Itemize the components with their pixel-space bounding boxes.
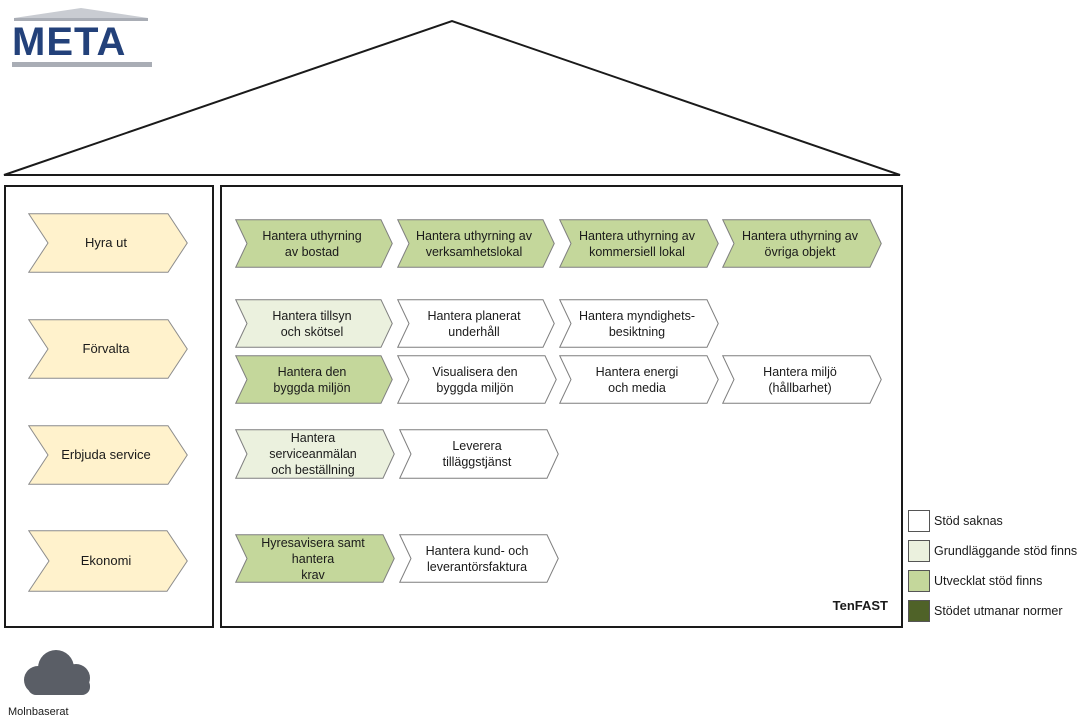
capability-label: Hantera uthyrning av verksamhetslokal xyxy=(415,228,533,259)
legend-label: Stödet utmanar normer xyxy=(934,604,1063,618)
capability-label: Hantera planerat underhåll xyxy=(427,308,521,339)
chevron-shape xyxy=(559,219,719,268)
cloud-shape xyxy=(24,650,90,695)
capability-chevron[interactable]: Hantera energi och media xyxy=(559,355,719,404)
tenfast-brand-label: TenFAST xyxy=(832,598,888,613)
capability-chevron[interactable]: Hantera miljö (hållbarhet) xyxy=(722,355,882,404)
process-chevron-hyra-ut[interactable]: Hyra ut xyxy=(28,213,188,273)
capability-label: Hantera energi och media xyxy=(595,364,679,395)
chevron-shape xyxy=(397,219,555,268)
legend-label: Stöd saknas xyxy=(934,514,1003,528)
chevron-shape xyxy=(235,355,393,404)
logo-text: META xyxy=(12,20,127,64)
capability-label: Hantera kund- och leverantörsfaktura xyxy=(425,543,529,574)
legend-item-challenges: Stödet utmanar normer xyxy=(908,600,1063,622)
capability-label: Hantera den byggda miljön xyxy=(273,364,351,395)
chevron-shape xyxy=(397,355,557,404)
chevron-shape xyxy=(235,219,393,268)
capability-label: Hantera miljö (hållbarhet) xyxy=(763,364,837,395)
process-label: Ekonomi xyxy=(80,553,132,568)
capability-chevron[interactable]: Leverera tilläggstjänst xyxy=(399,429,559,479)
capability-label: Hantera myndighets- besiktning xyxy=(578,308,696,339)
capability-label: Visualisera den byggda miljön xyxy=(432,364,518,395)
legend-item-basic: Grundläggande stöd finns xyxy=(908,540,1077,562)
capability-chevron[interactable]: Hyresavisera samt hantera krav xyxy=(235,534,395,583)
legend-label: Utvecklat stöd finns xyxy=(934,574,1043,588)
legend-item-developed: Utvecklat stöd finns xyxy=(908,570,1042,592)
legend-swatch xyxy=(908,510,930,532)
process-chevron-forvalta[interactable]: Förvalta xyxy=(28,319,188,379)
capability-chevron[interactable]: Hantera kund- och leverantörsfaktura xyxy=(399,534,559,583)
legend-label: Grundläggande stöd finns xyxy=(934,544,1078,558)
legend-swatch xyxy=(908,540,930,562)
capability-chevron[interactable]: Hantera den byggda miljön xyxy=(235,355,393,404)
chevron-shape xyxy=(399,429,559,479)
capability-label: Hantera uthyrning av bostad xyxy=(262,228,362,259)
legend-swatch xyxy=(908,600,930,622)
chevron-shape xyxy=(722,219,882,268)
chevron-shape xyxy=(28,425,188,485)
chevron-shape xyxy=(399,534,559,583)
capability-chevron[interactable]: Hantera uthyrning av bostad xyxy=(235,219,393,268)
legend-swatch xyxy=(908,570,930,592)
capability-label: Hantera tillsyn och skötsel xyxy=(272,308,352,339)
process-label: Förvalta xyxy=(82,341,130,356)
process-chevron-erbjuda-service[interactable]: Erbjuda service xyxy=(28,425,188,485)
chevron-shape xyxy=(559,299,719,348)
chevron-shape xyxy=(559,355,719,404)
capability-label: Hantera uthyrning av övriga objekt xyxy=(741,228,859,259)
capability-chevron[interactable]: Hantera uthyrning av övriga objekt xyxy=(722,219,882,268)
process-label: Erbjuda service xyxy=(61,447,151,462)
capability-label: Hyresavisera samt hantera krav xyxy=(261,535,365,582)
cloud-icon xyxy=(14,648,98,698)
capability-label: Hantera serviceanmälan och beställning xyxy=(269,431,357,477)
capability-chevron[interactable]: Hantera uthyrning av kommersiell lokal xyxy=(559,219,719,268)
process-label: Hyra ut xyxy=(85,235,127,250)
chevron-shape xyxy=(235,429,395,479)
chevron-shape xyxy=(722,355,882,404)
legend-item-none: Stöd saknas xyxy=(908,510,1003,532)
chevron-shape xyxy=(28,530,188,592)
chevron-shape xyxy=(235,534,395,583)
capability-chevron[interactable]: Hantera tillsyn och skötsel xyxy=(235,299,393,348)
capability-chevron[interactable]: Hantera myndighets- besiktning xyxy=(559,299,719,348)
chevron-shape xyxy=(28,319,188,379)
capability-label: Leverera tilläggstjänst xyxy=(442,439,512,469)
capability-label: Hantera uthyrning av kommersiell lokal xyxy=(578,228,696,259)
chevron-shape xyxy=(397,299,555,348)
capability-chevron[interactable]: Hantera uthyrning av verksamhetslokal xyxy=(397,219,555,268)
capability-chevron[interactable]: Hantera planerat underhåll xyxy=(397,299,555,348)
capability-chevron[interactable]: Visualisera den byggda miljön xyxy=(397,355,557,404)
chevron-shape xyxy=(28,213,188,273)
capability-chevron[interactable]: Hantera serviceanmälan och beställning xyxy=(235,429,395,479)
chevron-shape xyxy=(235,299,393,348)
cloud-label: Molnbaserat xyxy=(8,706,69,718)
process-chevron-ekonomi[interactable]: Ekonomi xyxy=(28,530,188,592)
